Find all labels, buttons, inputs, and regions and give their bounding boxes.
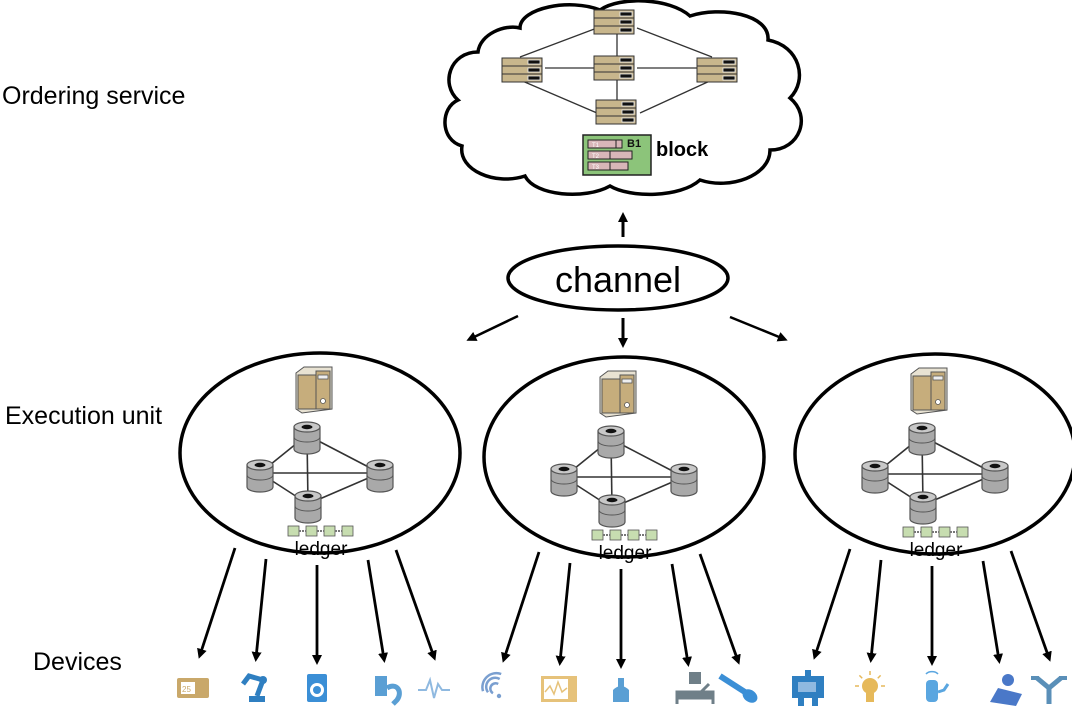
svg-text:25: 25 — [182, 685, 191, 694]
peer-database-icon — [981, 460, 1009, 494]
execution-unit-ellipse[interactable] — [482, 355, 766, 559]
execution-unit-1: ledger 25 — [177, 351, 462, 706]
ledger-label: ledger — [910, 540, 963, 561]
execution-unit-3: ledger — [792, 352, 1072, 706]
device-arrow — [366, 559, 388, 663]
ultrasound-probe-icon[interactable] — [613, 678, 629, 702]
irrigation-sprinkler-icon[interactable] — [1031, 676, 1067, 704]
execution-unit-ellipse[interactable] — [178, 351, 462, 555]
orderer-node-right — [696, 57, 738, 83]
hospital-bed-icon[interactable] — [675, 672, 715, 704]
ecg-monitor-icon[interactable] — [541, 676, 577, 702]
washing-machine-icon[interactable] — [307, 674, 327, 702]
heartbeat-monitor-icon[interactable] — [418, 676, 450, 699]
orderer-node-center — [593, 55, 635, 81]
device-arrow — [812, 548, 852, 660]
device-arrow — [981, 560, 1003, 664]
medical-device-icon[interactable] — [375, 676, 402, 706]
orderer-node-bottom — [595, 99, 637, 125]
orderer-node-left — [501, 57, 543, 83]
device-arrow — [501, 551, 541, 663]
robot-arm-icon[interactable] — [241, 673, 267, 702]
arrow-to-unit-1 — [466, 314, 519, 341]
device-arrow — [197, 547, 237, 659]
ordering-service-label: Ordering service — [2, 82, 186, 110]
devices-label: Devices — [33, 648, 122, 676]
orderer-node-top — [593, 9, 635, 35]
wearable-person-icon[interactable] — [925, 670, 950, 702]
device-arrow — [670, 563, 692, 667]
arrow-to-unit-3 — [729, 315, 788, 342]
peer-database-icon — [598, 494, 626, 528]
thermostat-icon[interactable]: 25 — [177, 678, 209, 698]
peer-database-icon — [597, 425, 625, 459]
endoscope-icon[interactable] — [718, 673, 760, 706]
endorser-server-icon — [599, 370, 637, 418]
block-icon: T1 T2 T3 B1 — [582, 134, 652, 176]
device-arrow — [1009, 550, 1052, 662]
peer-database-icon — [294, 490, 322, 524]
ordering-service-cloud: T1 T2 T3 B1 block — [443, 0, 803, 197]
tx-label-3: T3 — [592, 165, 600, 171]
device-arrow — [251, 558, 268, 662]
execution-unit-label: Execution unit — [5, 402, 163, 430]
peer-database-icon — [550, 463, 578, 497]
channel-label: channel — [555, 259, 681, 300]
block-label: block — [656, 139, 709, 161]
endorser-server-icon — [295, 366, 333, 414]
device-arrow — [866, 559, 883, 663]
device-arrow — [698, 553, 741, 665]
block-id-label: B1 — [627, 138, 641, 150]
wifi-icon[interactable] — [481, 671, 502, 699]
execution-unit-ellipse[interactable] — [793, 352, 1072, 556]
endorser-server-icon — [910, 367, 948, 415]
execution-unit-2: ledger — [481, 355, 766, 706]
peer-database-icon — [246, 459, 274, 493]
tx-label-2: T2 — [592, 154, 600, 160]
tx-label-1: T1 — [592, 143, 600, 149]
peer-database-icon — [366, 459, 394, 493]
peer-database-icon — [909, 491, 937, 525]
ledger-label: ledger — [599, 543, 652, 564]
smart-meter-icon[interactable] — [792, 670, 824, 706]
device-arrow — [394, 549, 437, 661]
solar-panel-icon[interactable] — [990, 674, 1022, 706]
device-arrow — [555, 562, 572, 666]
channel-ellipse[interactable] — [506, 244, 730, 312]
peer-database-icon — [861, 460, 889, 494]
peer-database-icon — [670, 463, 698, 497]
peer-database-icon — [908, 422, 936, 456]
peer-database-icon — [293, 421, 321, 455]
cloud-outline — [443, 0, 803, 197]
ledger-label: ledger — [295, 539, 348, 560]
smart-bulb-icon[interactable] — [855, 671, 885, 702]
